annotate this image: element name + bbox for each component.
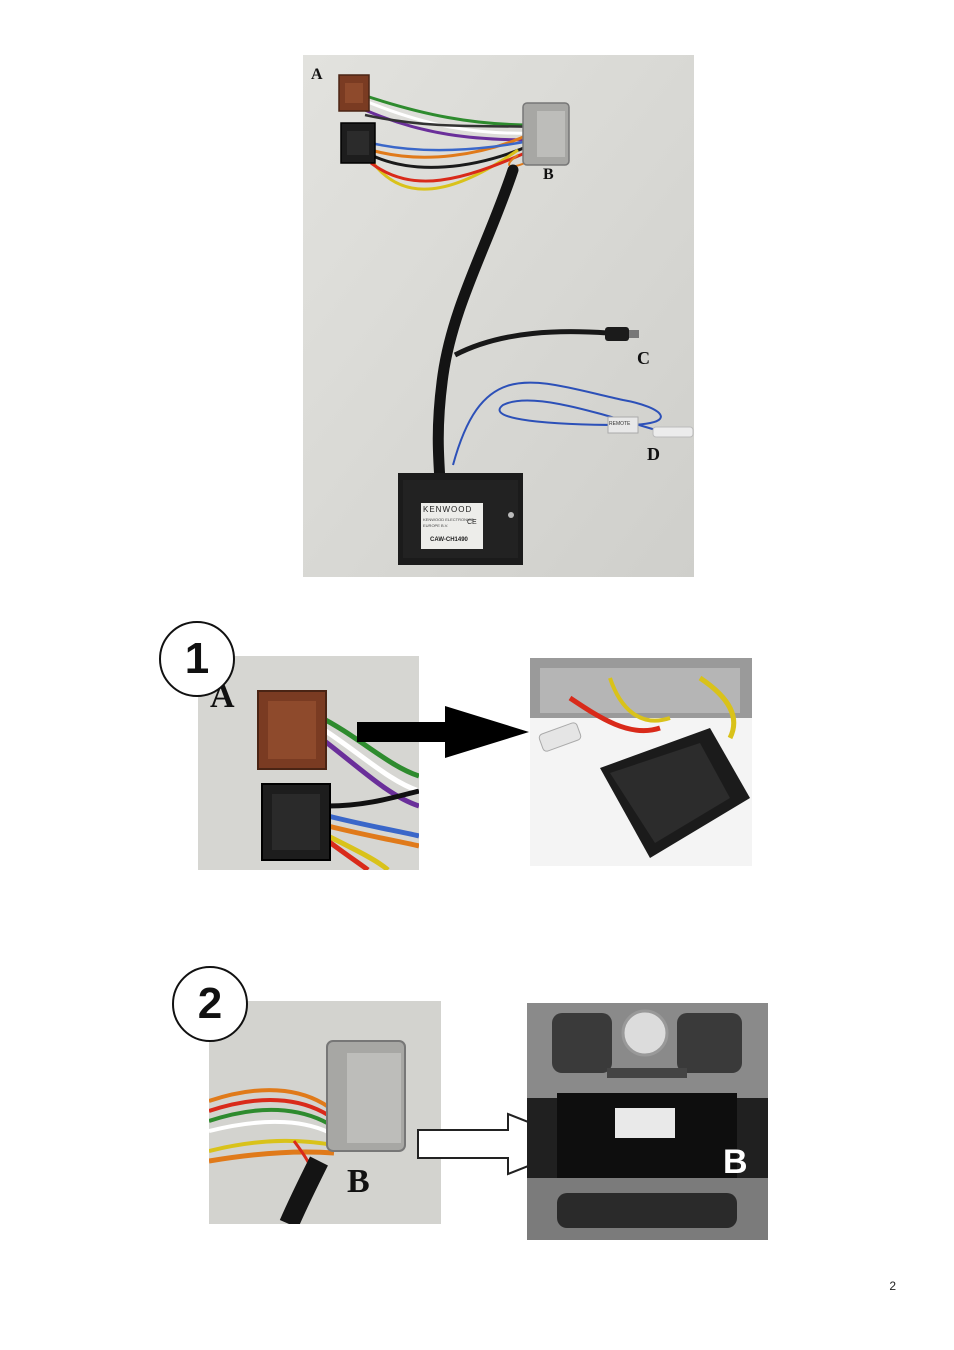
step2-right-photo: B (527, 1003, 768, 1240)
remote-tag-text: REMOTE (609, 421, 631, 427)
label-a: A (311, 66, 323, 83)
harness-illustration (303, 55, 694, 577)
step2-dash-label-b: B (723, 1143, 748, 1181)
step1-right-photo (530, 658, 752, 866)
step1-left-photo: A (198, 656, 419, 870)
module-ce-mark: CE (467, 519, 477, 526)
label-d: D (647, 444, 660, 464)
module-brand: KENWOOD (423, 505, 473, 514)
harness-photo: KENWOOD KENWOOD ELECTRONICS EUROPE B.V. … (303, 55, 694, 577)
module-model: CAW-CH1490 (430, 537, 468, 543)
step1-arrow-icon (357, 706, 529, 758)
step2-number-badge: 2 (172, 966, 248, 1042)
label-c: C (637, 348, 650, 368)
step2-number: 2 (197, 979, 223, 1028)
step2-label-b: B (347, 1163, 370, 1200)
module-line2: EUROPE B.V. (423, 523, 449, 528)
step1-number: 1 (184, 634, 210, 683)
module-line1: KENWOOD ELECTRONICS (423, 517, 474, 522)
page-number: 2 (889, 1279, 896, 1293)
label-b: B (543, 166, 554, 183)
step2-left-photo: B (209, 1001, 441, 1224)
step1-number-badge: 1 (159, 621, 235, 697)
